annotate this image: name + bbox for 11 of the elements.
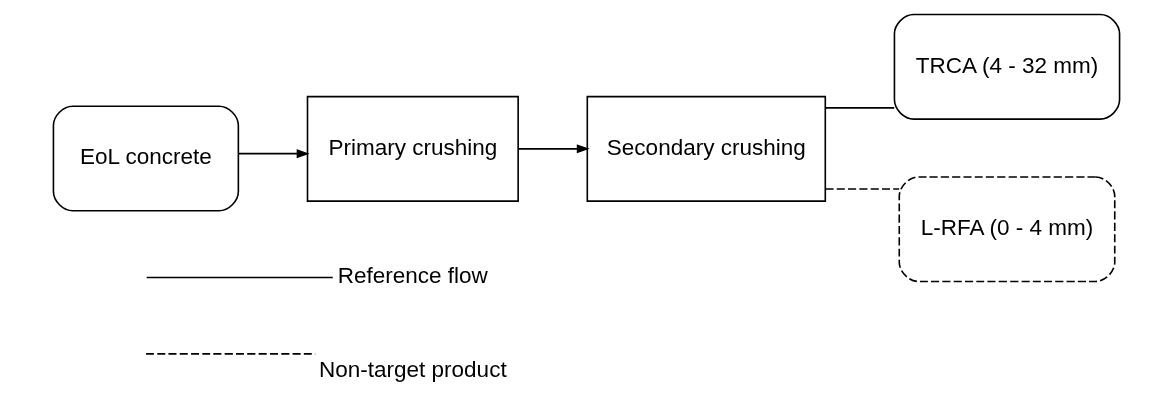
- arrow: [237, 149, 310, 159]
- node-box: Secondary crushing: [586, 95, 826, 202]
- connector: [824, 188, 900, 190]
- legend-label: Non-target product: [318, 356, 507, 382]
- arrow: [517, 144, 590, 154]
- node-box: TRCA (4 - 32 mm): [893, 13, 1120, 120]
- legend-label: Reference flow: [337, 263, 488, 289]
- node-box: EoL concrete: [52, 105, 239, 212]
- node-box: L-RFA (0 - 4 mm): [897, 176, 1116, 283]
- node-box: Primary crushing: [306, 95, 519, 202]
- connector: [824, 107, 895, 109]
